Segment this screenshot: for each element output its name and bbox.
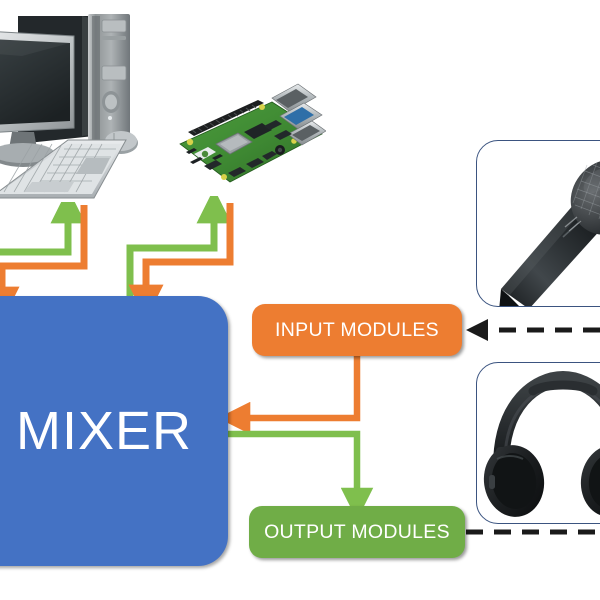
headphones-photo: [483, 370, 600, 517]
headphones-frame: [476, 362, 600, 524]
connector-raspberry-pi-to-mixer: [128, 203, 234, 320]
connector-mixer-to-computer: [0, 188, 86, 256]
headphones-left-earcup: [483, 445, 545, 517]
output-modules-node[interactable]: OUTPUT MODULES: [249, 506, 465, 558]
rpi-chips: [244, 120, 292, 140]
input-modules-node[interactable]: INPUT MODULES: [252, 304, 462, 356]
headphones-right-earcup: [580, 445, 600, 517]
connector-mixer-to-raspberry-pi: [126, 188, 232, 302]
desktop-computer-photo: [0, 2, 162, 202]
monitor-screen: [0, 31, 75, 133]
output-modules-label: OUTPUT MODULES: [264, 520, 450, 543]
mixer-node[interactable]: MIXER: [0, 296, 228, 566]
rpi-usb-ports: [271, 83, 326, 146]
raspberry-pi-board-photo: [176, 78, 326, 196]
connector-computer-to-mixer: [0, 205, 88, 322]
microphone-frame: [476, 140, 600, 307]
rpi-logo: [194, 147, 216, 160]
input-modules-label: INPUT MODULES: [275, 318, 439, 341]
connector-mixer-to-output-modules: [222, 430, 374, 521]
microphone-brand-mark: [564, 216, 582, 232]
computer-keyboard: [0, 139, 127, 199]
rpi-bottom-connectors: [204, 145, 285, 177]
microphone-photo: [499, 159, 600, 306]
microphone-grille-head: [570, 159, 600, 235]
rpi-passives: [186, 148, 223, 164]
mixer-label: MIXER: [15, 401, 193, 461]
computer-tower: [88, 14, 130, 142]
rpi-soc-chip: [215, 132, 253, 155]
headphones-headband: [493, 370, 600, 475]
connector-input-modules-to-mixer: [217, 356, 361, 435]
rpi-gpio-header: [188, 100, 264, 136]
